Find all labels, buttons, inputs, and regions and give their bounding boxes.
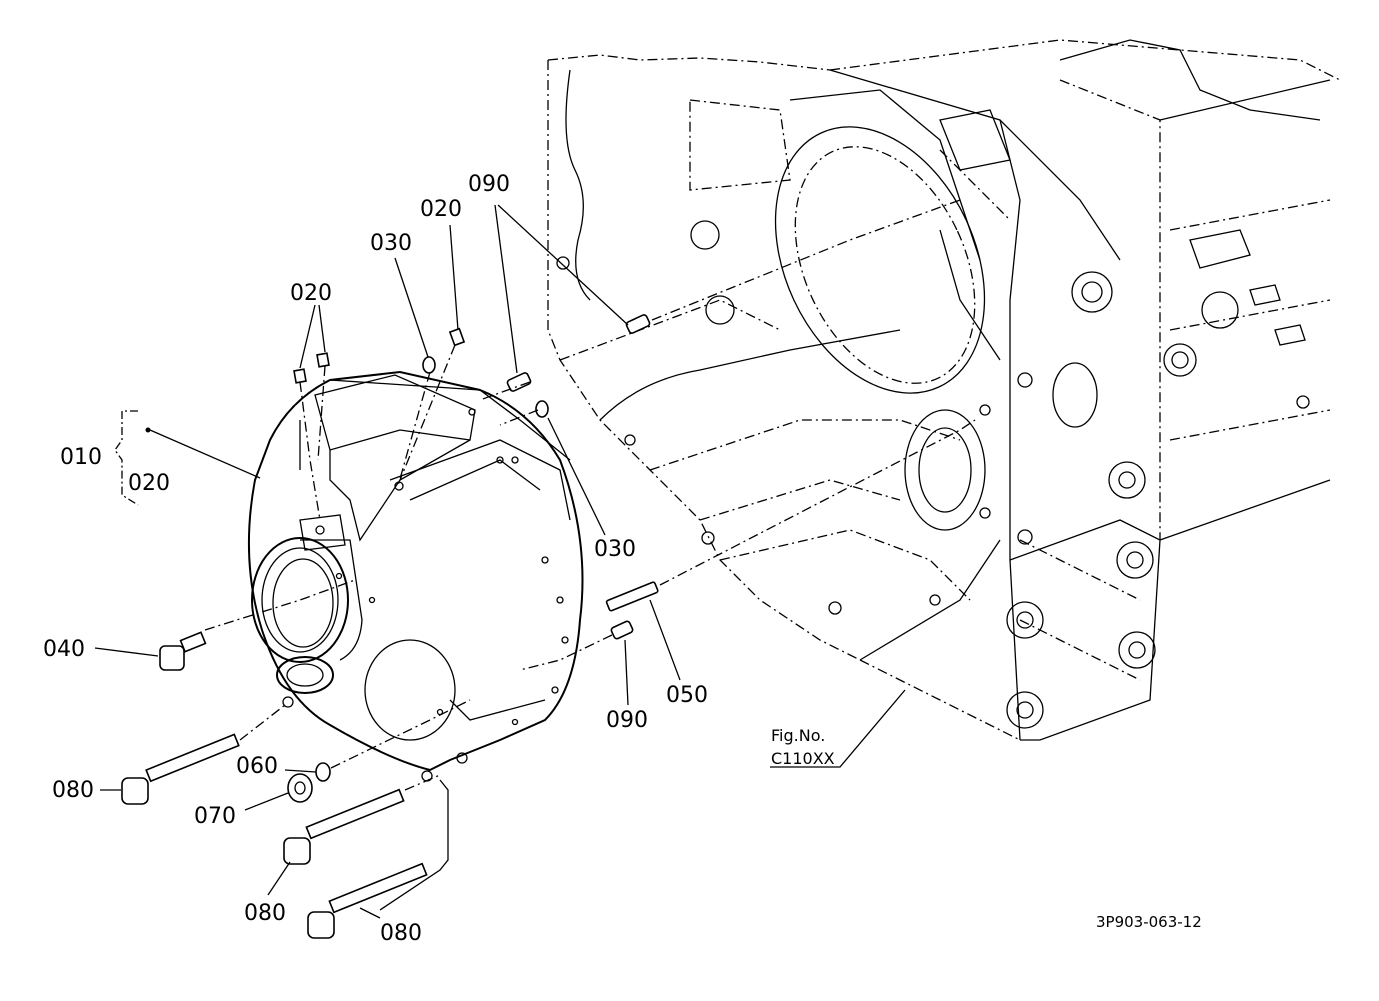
transmission-case <box>547 39 1341 741</box>
callout-090-bottom: 090 <box>606 708 648 733</box>
plug-020-b <box>316 352 330 368</box>
pin-090-c <box>610 620 634 640</box>
callout-080-c: 080 <box>380 921 422 946</box>
small-parts <box>121 314 659 939</box>
drawing-code: 3P903-063-12 <box>1096 913 1202 931</box>
spring-washer-060 <box>315 762 331 782</box>
o-ring-030-a <box>422 356 436 374</box>
callout-060: 060 <box>236 754 278 779</box>
nut-070 <box>287 773 313 803</box>
callout-020-single: 020 <box>420 197 462 222</box>
plug-020-a <box>293 368 307 384</box>
callout-050: 050 <box>666 683 708 708</box>
bolt-080-a <box>121 733 240 805</box>
pin-090-a <box>506 372 532 392</box>
callout-010: 010 <box>60 445 102 470</box>
stud-050 <box>605 581 659 612</box>
plug-020-c <box>448 327 466 347</box>
flywheel-housing <box>247 370 584 782</box>
callout-070: 070 <box>194 804 236 829</box>
callout-020-group: 020 <box>128 471 170 496</box>
callout-020-pair: 020 <box>290 281 332 306</box>
bolt-080-b <box>283 788 405 865</box>
callout-labels: 010 020 020 020 030 030 040 050 060 070 … <box>43 172 708 946</box>
bolt-040 <box>159 631 207 671</box>
callout-030-right: 030 <box>594 537 636 562</box>
callout-080-b: 080 <box>244 901 286 926</box>
callout-080-a: 080 <box>52 778 94 803</box>
callout-040: 040 <box>43 637 85 662</box>
leader-lines <box>94 199 976 919</box>
bolt-080-c <box>307 862 428 939</box>
callout-030-top: 030 <box>370 231 412 256</box>
figure-ref-line2: C110XX <box>771 749 835 768</box>
pin-090-b <box>625 314 651 334</box>
figure-ref-line1: Fig.No. <box>771 726 825 745</box>
o-ring-030-b <box>535 400 549 418</box>
callout-090-top: 090 <box>468 172 510 197</box>
